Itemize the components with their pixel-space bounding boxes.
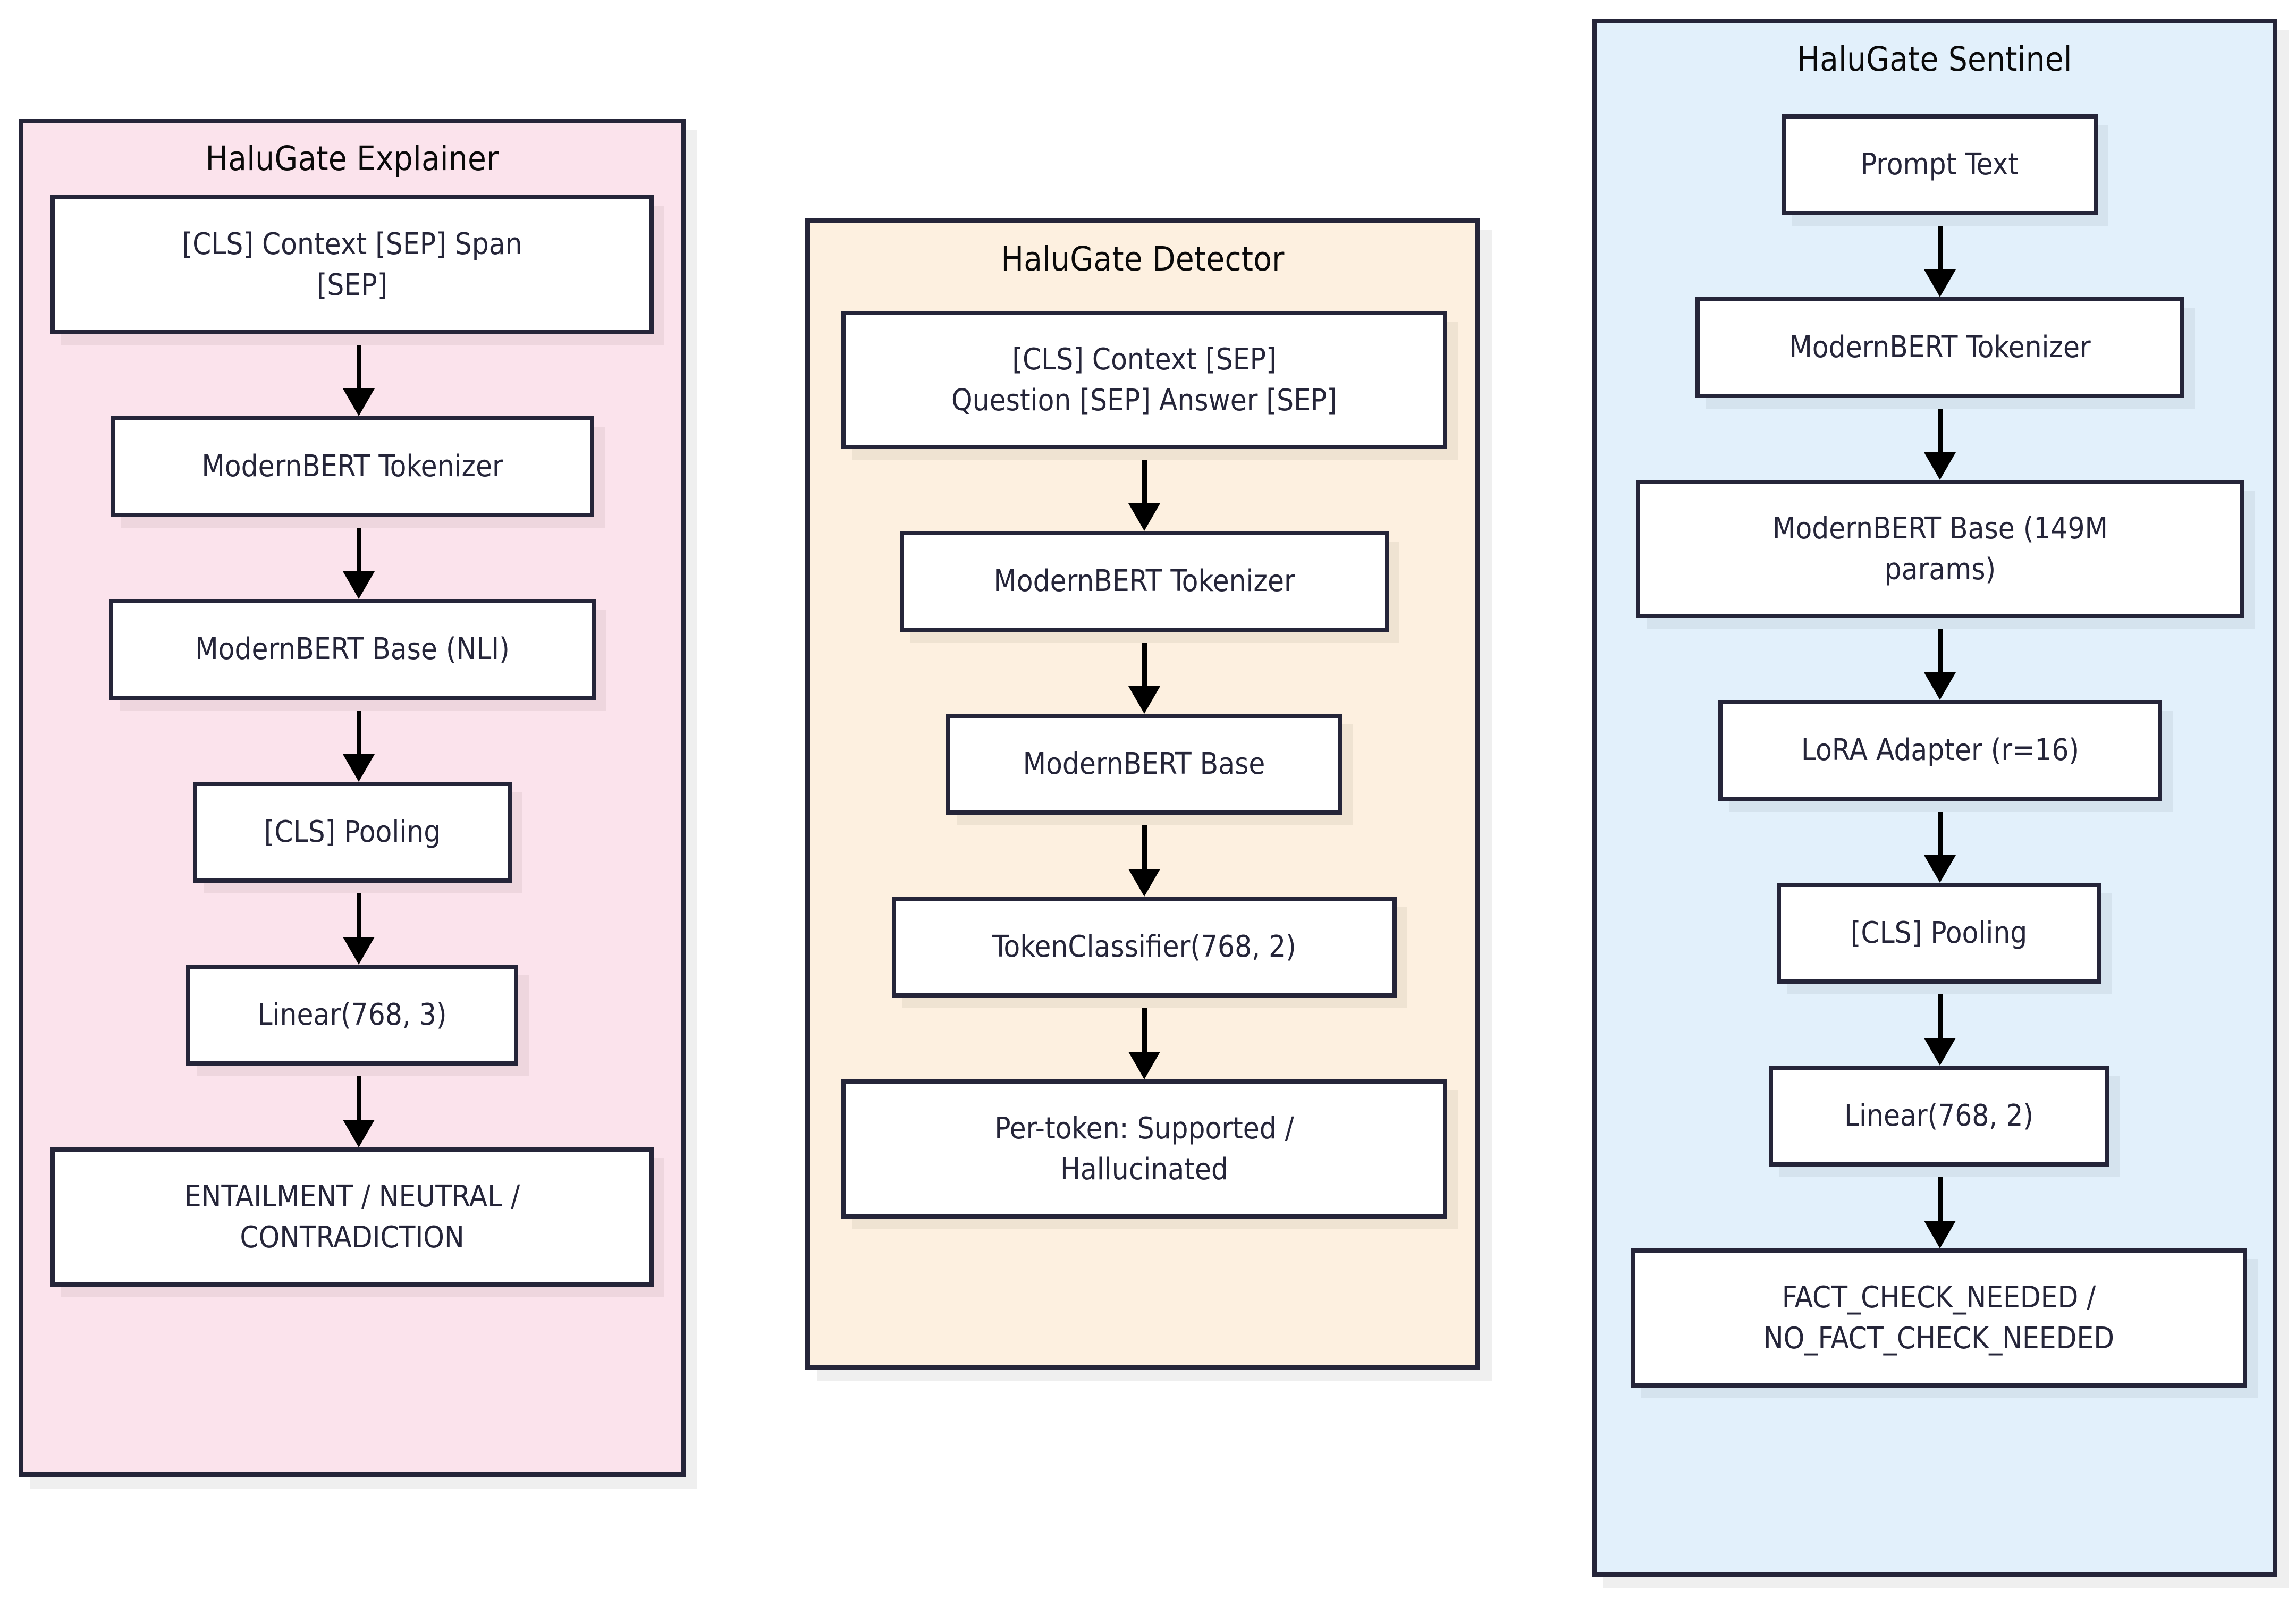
edge-sen-lora-to-pooling (1924, 801, 1956, 883)
node-label: [CLS] Context [SEP] Question [SEP] Answe… (951, 342, 1337, 418)
edge-det-classifier-to-output (1128, 998, 1160, 1079)
node-label: Linear(768, 3) (257, 998, 447, 1033)
node-label: ModernBERT Base (NLI) (195, 632, 510, 667)
node-label: ModernBERT Tokenizer (201, 449, 503, 484)
node-label: Prompt Text (1860, 147, 2019, 182)
node-label: Linear(768, 2) (1844, 1099, 2034, 1134)
edge-sen-base-to-lora (1924, 618, 1956, 700)
node-sen-linear[interactable]: Linear(768, 2) (1769, 1066, 2109, 1167)
edge-exp-input-to-tokenizer (343, 334, 375, 416)
node-exp-cls-pooling[interactable]: [CLS] Pooling (193, 782, 512, 883)
node-label: [CLS] Pooling (1850, 916, 2028, 951)
edge-sen-tokenizer-to-base (1924, 398, 1956, 480)
edge-sen-prompt-to-tokenizer (1924, 215, 1956, 297)
node-label: FACT_CHECK_NEEDED / NO_FACT_CHECK_NEEDED (1763, 1280, 2115, 1356)
node-exp-input[interactable]: [CLS] Context [SEP] Span [SEP] (50, 195, 654, 334)
edge-exp-tokenizer-to-base (343, 517, 375, 599)
subgraph-title-detector: HaluGate Detector (1001, 240, 1285, 278)
subgraph-title-explainer: HaluGate Explainer (205, 139, 499, 178)
node-label: ModernBERT Tokenizer (1789, 330, 2091, 365)
edge-sen-pooling-to-linear (1924, 984, 1956, 1066)
node-label: LoRA Adapter (r=16) (1801, 733, 2080, 768)
node-exp-tokenizer[interactable]: ModernBERT Tokenizer (111, 416, 594, 517)
node-sen-base[interactable]: ModernBERT Base (149M params) (1636, 480, 2244, 618)
node-label: [CLS] Pooling (264, 815, 441, 850)
edge-exp-base-to-pooling (343, 700, 375, 782)
node-sen-cls-pooling[interactable]: [CLS] Pooling (1777, 883, 2101, 984)
edge-exp-pooling-to-linear (343, 883, 375, 965)
node-label: ModernBERT Base (1023, 747, 1265, 782)
node-label: Per-token: Supported / Hallucinated (994, 1111, 1294, 1187)
node-exp-linear[interactable]: Linear(768, 3) (186, 965, 518, 1066)
node-exp-output[interactable]: ENTAILMENT / NEUTRAL / CONTRADICTION (50, 1147, 654, 1287)
node-label: ENTAILMENT / NEUTRAL / CONTRADICTION (184, 1179, 520, 1255)
edge-det-tokenizer-to-base (1128, 632, 1160, 714)
edge-sen-linear-to-output (1924, 1167, 1956, 1248)
node-sen-prompt-text[interactable]: Prompt Text (1782, 114, 2098, 215)
node-sen-lora-adapter[interactable]: LoRA Adapter (r=16) (1718, 700, 2162, 801)
edge-det-input-to-tokenizer (1128, 449, 1160, 531)
node-det-base[interactable]: ModernBERT Base (946, 714, 1342, 815)
node-det-token-classifier[interactable]: TokenClassifier(768, 2) (892, 897, 1397, 998)
node-det-tokenizer[interactable]: ModernBERT Tokenizer (900, 531, 1389, 632)
subgraph-title-sentinel: HaluGate Sentinel (1797, 40, 2072, 79)
edge-det-base-to-classifier (1128, 815, 1160, 897)
node-det-output[interactable]: Per-token: Supported / Hallucinated (841, 1079, 1447, 1219)
node-label: TokenClassifier(768, 2) (992, 930, 1296, 965)
node-label: [CLS] Context [SEP] Span [SEP] (182, 226, 522, 302)
node-label: ModernBERT Base (149M params) (1772, 511, 2108, 587)
node-exp-base-nli[interactable]: ModernBERT Base (NLI) (109, 599, 596, 700)
node-sen-output[interactable]: FACT_CHECK_NEEDED / NO_FACT_CHECK_NEEDED (1631, 1248, 2247, 1388)
edge-exp-linear-to-output (343, 1066, 375, 1147)
node-det-input[interactable]: [CLS] Context [SEP] Question [SEP] Answe… (841, 311, 1447, 449)
node-sen-tokenizer[interactable]: ModernBERT Tokenizer (1695, 297, 2184, 398)
node-label: ModernBERT Tokenizer (993, 564, 1295, 599)
